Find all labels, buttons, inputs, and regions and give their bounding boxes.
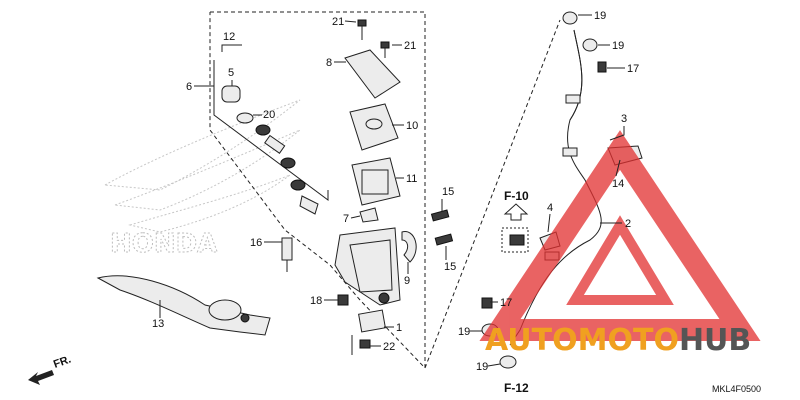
callout-19: 19 [594, 10, 606, 22]
callout-21: 21 [332, 16, 344, 28]
callout-19: 19 [458, 326, 470, 338]
master-cylinder-body [334, 207, 417, 306]
callout-19: 19 [612, 40, 624, 52]
callouts: 21 21 8 12 6 5 20 10 11 7 15 15 16 9 18 … [152, 10, 639, 373]
switch-part [281, 237, 293, 272]
lower-parts [337, 294, 386, 349]
callout-18: 18 [310, 295, 322, 307]
watermark-auto: AUTO [485, 323, 578, 358]
callout-13: 13 [152, 318, 164, 330]
bolts-15 [430, 209, 454, 246]
callout-19: 19 [476, 361, 488, 373]
ref-f10: F-10 [504, 189, 529, 203]
boot-part [221, 85, 241, 103]
piston-part [264, 134, 286, 154]
watermark-moto: MOTO [578, 323, 679, 358]
callout-6: 6 [186, 81, 192, 93]
callout-17: 17 [500, 297, 512, 309]
callout-20: 20 [263, 109, 275, 121]
front-label: FR. [52, 353, 73, 370]
circlip-part [236, 112, 254, 124]
f10-reference-arrow: F-10 [503, 189, 529, 221]
ref-f12: F-12 [504, 381, 529, 395]
cup-part [280, 157, 296, 169]
washer-part [255, 124, 271, 136]
callout-14: 14 [612, 178, 624, 190]
callout-15: 15 [442, 186, 454, 198]
front-direction-arrow: FR. [28, 353, 73, 385]
holder-part [401, 231, 417, 263]
svg-text:AUTOMOTOHUB: AUTOMOTOHUB [485, 323, 751, 358]
callout-1: 1 [396, 322, 402, 334]
callout-17: 17 [627, 63, 639, 75]
honda-wing-logo: HONDA [103, 99, 301, 260]
spring-part [299, 195, 319, 215]
callout-10: 10 [406, 120, 418, 132]
screws-21 [357, 19, 390, 58]
callout-12: 12 [223, 31, 235, 43]
callout-9: 9 [404, 275, 410, 287]
kit-bracket-12 [213, 44, 329, 201]
callout-15: 15 [444, 261, 456, 273]
watermark-triangle [479, 130, 761, 341]
reservoir-cap [344, 49, 401, 99]
callout-21: 21 [404, 40, 416, 52]
callout-5: 5 [228, 67, 234, 79]
callout-16: 16 [250, 237, 262, 249]
callout-2: 2 [625, 218, 631, 230]
diagram-code: MKL4F0500 [712, 384, 761, 394]
callout-3: 3 [621, 113, 627, 125]
seal-part [290, 179, 306, 191]
reservoir-top [344, 49, 401, 206]
diaphragm-part [351, 157, 401, 206]
callout-4: 4 [547, 202, 553, 214]
clip-part [359, 207, 379, 223]
piston-kit [221, 85, 319, 215]
brake-lever [96, 275, 271, 336]
watermark-text: AUTOMOTOHUB [485, 323, 751, 358]
callout-7: 7 [343, 213, 349, 225]
callout-11: 11 [406, 173, 417, 185]
callout-8: 8 [326, 57, 332, 69]
watermark-hub: HUB [679, 323, 751, 358]
honda-wordmark: HONDA [110, 229, 217, 259]
callout-22: 22 [383, 341, 395, 353]
switch-assembly [358, 309, 386, 333]
